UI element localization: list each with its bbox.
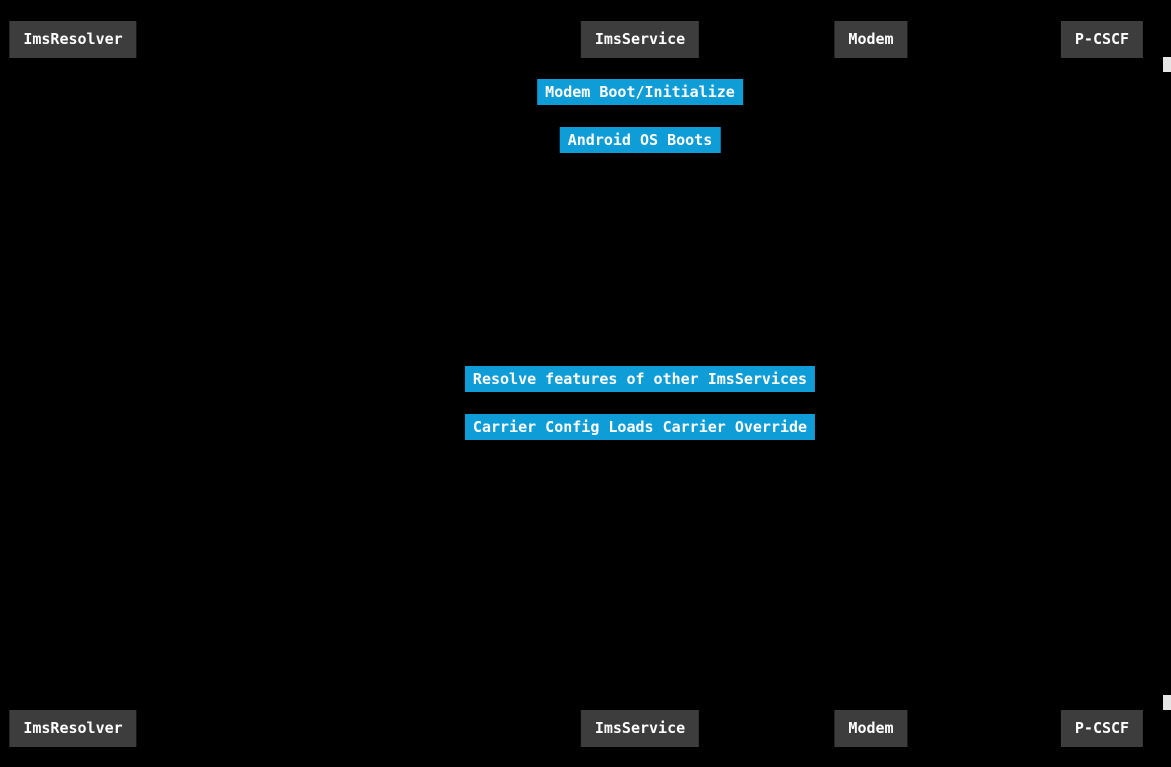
note-carrier-config-override: Carrier Config Loads Carrier Override — [464, 414, 816, 440]
participant-imsresolver-bottom: ImsResolver — [9, 710, 137, 747]
note-resolve-features: Resolve features of other ImsServices — [464, 366, 816, 392]
edge-artifact-top — [1163, 57, 1171, 72]
participant-imsresolver-top: ImsResolver — [9, 21, 137, 58]
participant-imsservice-bottom: ImsService — [580, 710, 700, 747]
participant-modem-bottom: Modem — [834, 710, 908, 747]
note-android-os-boots: Android OS Boots — [559, 127, 721, 153]
participant-pcscf-top: P-CSCF — [1060, 21, 1144, 58]
note-modem-boot-initialize: Modem Boot/Initialize — [537, 79, 743, 105]
edge-artifact-bottom — [1163, 695, 1171, 710]
participant-imsservice-top: ImsService — [580, 21, 700, 58]
participant-modem-top: Modem — [834, 21, 908, 58]
participant-pcscf-bottom: P-CSCF — [1060, 710, 1144, 747]
